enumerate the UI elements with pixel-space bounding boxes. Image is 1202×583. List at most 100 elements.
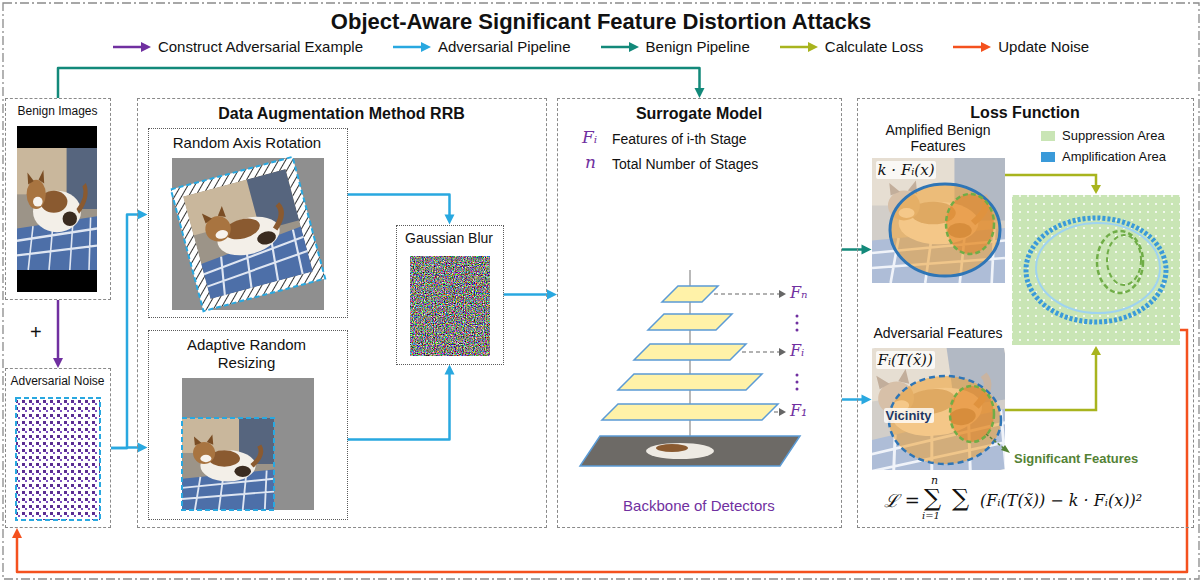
arrow-head (12, 528, 22, 538)
legend-text: Construct Adversarial Example (158, 38, 363, 56)
backbone-pyramid-part (714, 294, 780, 412)
feature-map: Amplified Benign Featuresk · Fᵢ(x) (872, 158, 1005, 283)
loss-arrows-part (1005, 175, 1096, 186)
connector-line (17, 528, 1187, 572)
benign-feature-map-part (946, 194, 994, 254)
benign-image (17, 126, 97, 292)
loss-result-map-part (1012, 195, 1180, 345)
augmentation-step: Adaptive Random Resizing (148, 330, 348, 520)
arrow-head (862, 245, 872, 255)
backbone-pyramid-part (779, 290, 786, 416)
legend-arrow-head (808, 42, 818, 52)
resizing-image-part (182, 418, 274, 510)
legend-text: Amplification Area (1062, 149, 1166, 165)
backbone-pyramid-part (648, 314, 732, 330)
node-heading: Adversarial Features (866, 325, 1011, 342)
connector-line (58, 68, 700, 98)
benign-feature-map-part (890, 184, 1000, 276)
connector-line (111, 215, 140, 449)
arrow-head (138, 210, 148, 220)
arrow-head (695, 88, 705, 98)
stage-label: Fₙ (790, 283, 808, 302)
diagram-title: Object-Aware Significant Feature Distort… (0, 9, 1202, 35)
backbone-pyramid-part (796, 322, 799, 325)
rotation-image-part-part (171, 157, 325, 311)
connector-line (842, 248, 864, 251)
loss-arrows-part (1091, 185, 1101, 194)
arrow-head (445, 215, 455, 225)
symbol-label: Fᵢ (582, 127, 597, 147)
resizing-image (182, 378, 314, 510)
resizing-image-part (182, 418, 274, 510)
connector-line (348, 195, 450, 217)
node-heading: Benign Images (6, 104, 109, 118)
legend-arrow-line (113, 46, 142, 49)
callout-label: Significant Features (1014, 451, 1138, 467)
node-text: Vicinity (884, 408, 934, 424)
rotation-image-part (171, 157, 325, 311)
backbone-pyramid-part (618, 374, 762, 390)
benign-image-part (17, 126, 97, 292)
legend-arrow-head (421, 42, 431, 52)
connector-line (57, 300, 60, 360)
legend-item: Construct Adversarial Example (113, 38, 363, 56)
node-text: Backbone of Detectors (558, 497, 840, 515)
blur-noise-image-part (410, 256, 490, 356)
noise-image (16, 398, 100, 520)
stage-label: F₁ (790, 401, 808, 420)
node-heading: Data Augmentation Method RRB (138, 104, 545, 123)
arrow-head (547, 290, 557, 300)
formula-part: ∑ (924, 484, 941, 513)
edge-label: + (28, 320, 44, 344)
connector (111, 210, 148, 449)
legend-arrow (113, 41, 151, 53)
formula-part: (Fᵢ(T(x̃)) − k · Fᵢ(x))² (980, 491, 1142, 510)
formula-part: ℒ = (884, 490, 920, 512)
rotation-image (171, 157, 325, 311)
augmentation-step: Random Axis Rotation (148, 128, 348, 318)
feature-map: Adversarial FeaturesFᵢ(T(x̃))Vicinity (872, 348, 1005, 470)
arrow-head (53, 358, 63, 368)
arrow-head (138, 443, 148, 453)
augmentation-panel: Data Augmentation Method RRB Random Axis … (137, 98, 547, 528)
backbone-pyramid (580, 270, 800, 466)
input-box: Benign Images (5, 98, 111, 300)
loss-arrows-part (1180, 330, 1187, 528)
benign-feature-map-part-part (872, 158, 1005, 283)
adversarial-feature-map-part (950, 386, 994, 442)
benign-feature-map-part (872, 158, 1005, 283)
backbone-pyramid-part (796, 329, 799, 332)
connector (53, 300, 63, 368)
legend-swatch (1040, 130, 1056, 142)
backbone-pyramid-part (662, 286, 718, 302)
node-heading: Adaptive Random Resizing (182, 336, 312, 372)
adversarial-feature-map-part (872, 348, 1005, 470)
loss-arrows-part (1091, 346, 1101, 355)
legend-arrow-head (141, 42, 151, 52)
node-heading: Surrogate Model (558, 104, 840, 123)
node-heading: Amplified Benign Features (866, 122, 1011, 156)
legend-note: Features of i-th Stage (612, 131, 747, 148)
legend-arrow (953, 41, 991, 53)
legend-note: Total Number of Stages (612, 156, 758, 173)
arrow-head (445, 365, 455, 375)
benign-feature-map (872, 158, 1005, 283)
legend-item: Update Noise (953, 38, 1089, 56)
benign-image-part (17, 148, 97, 270)
legend-arrow (780, 41, 818, 53)
node-text: Fᵢ(T(x̃)) (876, 351, 935, 369)
connector (504, 290, 558, 300)
legend-arrow-line (393, 46, 422, 49)
backbone-pyramid-part (580, 436, 800, 466)
formula-part: i=1 (922, 510, 940, 522)
benign-feature-map-part (872, 158, 1005, 283)
noise-box: Adversarial Noise (5, 368, 111, 528)
legend-item: Calculate Loss (780, 38, 923, 56)
legend-arrow-line (601, 46, 630, 49)
symbol-label: n (585, 152, 596, 172)
node-heading: Adversarial Noise (6, 374, 109, 388)
node-text: k · Fᵢ(x) (876, 161, 937, 179)
legend-text: Update Noise (998, 38, 1089, 56)
loss-arrows (1005, 175, 1187, 528)
